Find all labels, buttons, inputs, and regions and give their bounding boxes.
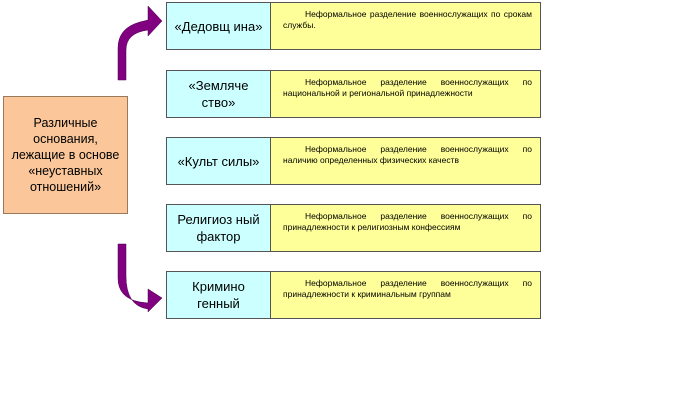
arrow-up: [117, 5, 163, 81]
source-box: Различные основания, лежащие в основе «н…: [3, 96, 128, 214]
row-kriminogennyi: Кримино генный Неформальное разделение в…: [166, 271, 541, 319]
row-name: Религиоз ный фактор: [166, 204, 271, 252]
row-desc: Неформальное разделение военнослужащих п…: [271, 271, 541, 319]
row-desc: Неформальное разделение военнослужащих п…: [271, 2, 541, 50]
row-name: «Земляче ство»: [166, 70, 271, 118]
row-desc: Неформальное разделение военнослужащих п…: [271, 70, 541, 118]
row-desc: Неформальное разделение военнослужащих п…: [271, 204, 541, 252]
arrow-down: [117, 243, 163, 313]
row-desc: Неформальное разделение военнослужащих п…: [271, 137, 541, 185]
row-name: Кримино генный: [166, 271, 271, 319]
row-zemlyachestvo: «Земляче ство» Неформальное разделение в…: [166, 70, 541, 118]
row-name: «Дедовщ ина»: [166, 2, 271, 50]
row-religioznyi: Религиоз ный фактор Неформальное разделе…: [166, 204, 541, 252]
row-dedovshchina: «Дедовщ ина» Неформальное разделение вое…: [166, 2, 541, 50]
source-label: Различные основания, лежащие в основе «н…: [11, 116, 120, 194]
row-kult-sily: «Культ силы» Неформальное разделение вое…: [166, 137, 541, 185]
row-name: «Культ силы»: [166, 137, 271, 185]
